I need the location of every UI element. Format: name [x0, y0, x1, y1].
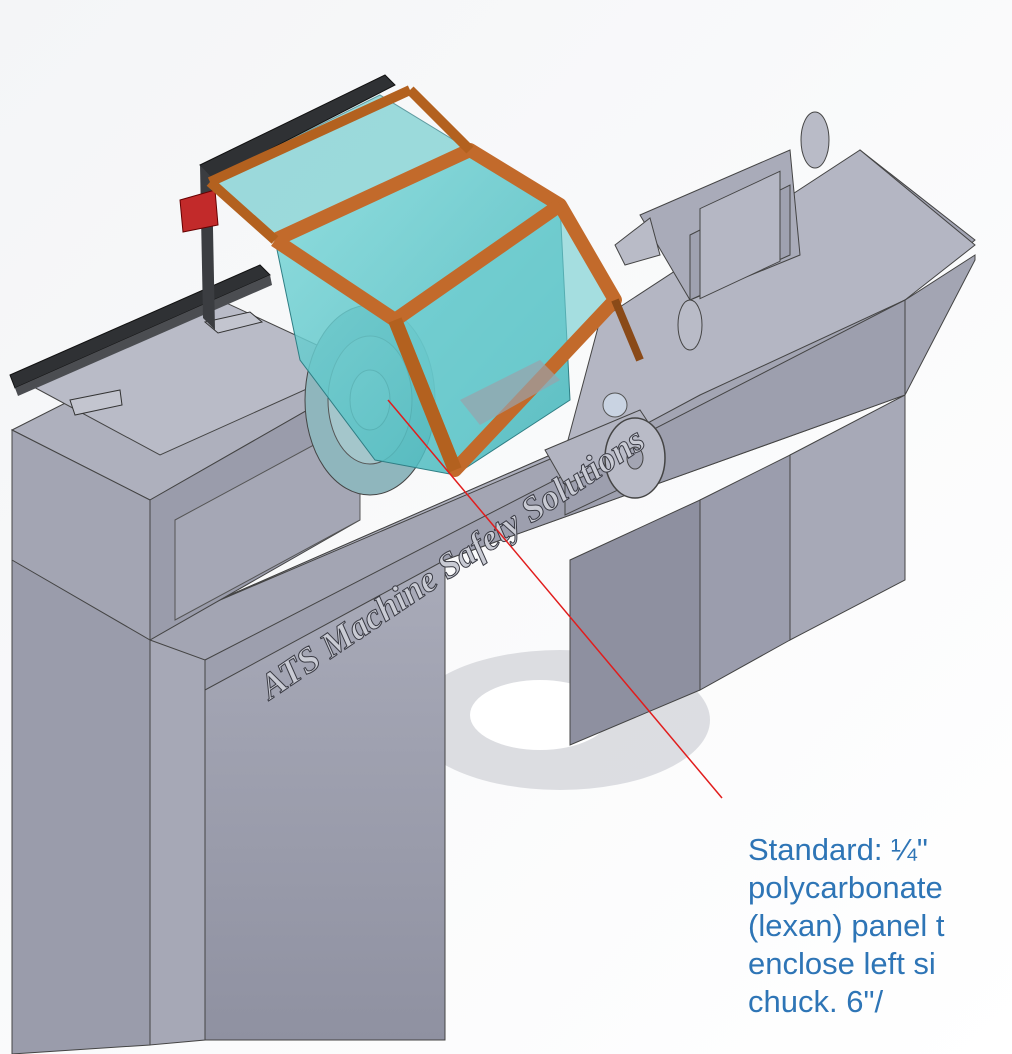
callout-line-2: polycarbonate [748, 870, 943, 905]
callout-leader-line [387, 399, 723, 799]
callout-line-4: enclose left si [748, 946, 936, 981]
right-leg [569, 394, 906, 746]
chuck-guard [206, 85, 644, 477]
callout-note: Standard: ¼" polycarbonate (lexan) panel… [748, 831, 1012, 1054]
linear-rail [9, 74, 396, 396]
tailstock [614, 111, 830, 351]
callout-line-5: chuck. 6"/ [748, 984, 884, 1019]
carriage [544, 392, 666, 516]
callout-line-3: (lexan) panel t [748, 908, 945, 943]
headstock-box [10, 299, 362, 641]
callout-line-1: Standard: ¼" [748, 832, 928, 867]
